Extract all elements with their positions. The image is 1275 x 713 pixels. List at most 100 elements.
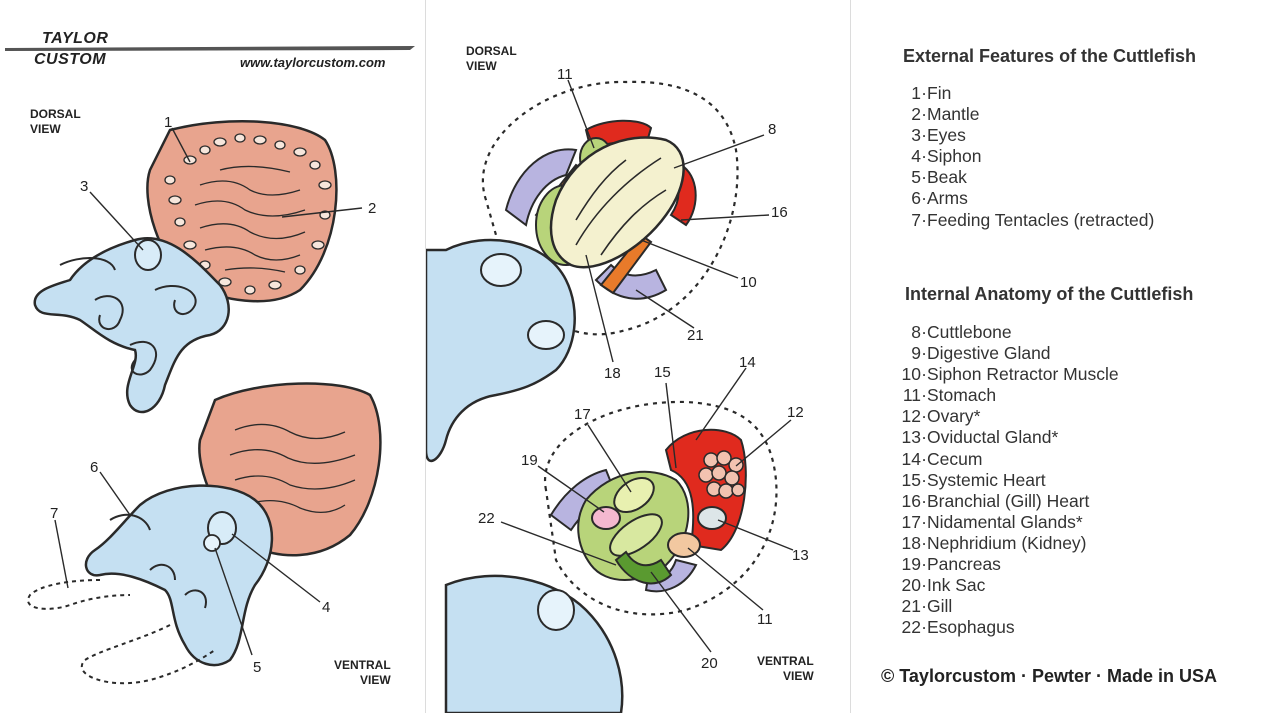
panel-divider-2 xyxy=(850,0,851,713)
legend-item: 11·Stomach xyxy=(887,385,1119,406)
callout-ventral-22: 22 xyxy=(478,510,495,527)
copyright-footer: © Taylorcustom · Pewter · Made in USA xyxy=(881,666,1217,686)
ink-sac-shape xyxy=(614,550,673,585)
legend-item-label: Ovary* xyxy=(927,406,981,427)
dorsal-body-shape xyxy=(33,237,230,414)
legend-separator-dot: · xyxy=(921,167,927,188)
legend-item: 5·Beak xyxy=(887,167,1154,188)
legend-separator-dot: · xyxy=(921,188,927,209)
legend-item: 14·Cecum xyxy=(887,449,1119,470)
logo-line-1: TAYLOR xyxy=(42,30,109,47)
legend-item-label: Nidamental Glands* xyxy=(927,511,1083,532)
legend-item-number: 9 xyxy=(911,343,921,364)
dorsal-eye-left xyxy=(480,253,522,287)
legend-panel: External Features of the Cuttlefish 1 · Fi… xyxy=(851,0,1275,713)
legend-separator-dot: · xyxy=(921,343,927,364)
legend-item-number: 15 xyxy=(901,469,921,490)
legend-separator-dot: · xyxy=(921,125,927,146)
legend-item: 15·Systemic Heart xyxy=(887,470,1119,491)
ventral-arm-lines xyxy=(109,513,207,609)
legend-separator-dot: · xyxy=(921,490,927,511)
legend-separator-dot: · xyxy=(921,511,927,532)
legend-item-number: 1 xyxy=(911,83,921,103)
ventral-cuttlefish xyxy=(27,382,382,685)
legend-item-label: Fin xyxy=(927,83,952,103)
internal-diagram-panel: 11 8 16 10 21 18 15 14 12 17 19 22 13 11… xyxy=(426,0,850,713)
callout-ventral-14: 14 xyxy=(739,354,756,371)
callout-3: 3 xyxy=(80,178,88,195)
legend-item: 22·Esophagus xyxy=(887,617,1119,638)
callout-ventral-11: 11 xyxy=(757,611,773,628)
callout-ventral-17: 17 xyxy=(574,406,591,423)
external-diagram-panel: 1 2 3 4 5 6 7 TAYLOR CUSTOM www.taylorcu… xyxy=(0,0,425,713)
legend-item-label: Cuttlebone xyxy=(927,322,1012,342)
legend-item: 10·Siphon Retractor Muscle xyxy=(887,364,1119,385)
legend-item-label: Gill xyxy=(927,596,953,617)
legend-item-label: Mantle xyxy=(927,104,980,125)
legend-separator-dot: · xyxy=(921,448,927,469)
legend-item: 12·Ovary* xyxy=(887,406,1119,427)
ovary-cluster xyxy=(698,450,745,499)
legend-item-label: Siphon Retractor Muscle xyxy=(927,364,1119,385)
dorsal-view-label: DORSAL VIEW xyxy=(30,107,81,136)
legend-separator-dot: · xyxy=(921,385,927,406)
internal-dorsal-view-label: DORSAL VIEW xyxy=(466,44,517,73)
callout-dorsal-10: 10 xyxy=(740,274,757,291)
callout-ventral-15: 15 xyxy=(654,364,671,381)
legend-item-label: Arms xyxy=(927,188,968,209)
legend-separator-dot: · xyxy=(921,469,927,490)
legend-item: 3·Eyes xyxy=(887,125,1154,146)
internal-illustration: 11 8 16 10 21 18 15 14 12 17 19 22 13 11… xyxy=(426,66,809,713)
dorsal-arms-lines xyxy=(59,257,197,376)
legend-item-number: 20 xyxy=(901,575,921,596)
legend-item-number: 11 xyxy=(902,385,921,406)
legend-item-number: 18 xyxy=(901,532,921,553)
callout-ventral-19: 19 xyxy=(521,452,538,469)
website-url: www.taylorcustom.com xyxy=(240,55,386,70)
legend-item-label: Oviductal Gland* xyxy=(927,427,1059,448)
ventral-siphon-shape xyxy=(537,589,575,631)
callout-ventral-20: 20 xyxy=(701,655,718,672)
legend-item-number: 14 xyxy=(901,448,921,469)
legend-item-number: 21 xyxy=(901,596,921,617)
legend-item-number: 8 xyxy=(911,322,921,342)
legend-separator-dot: · xyxy=(921,209,927,230)
cuttlebone-lines xyxy=(575,157,667,256)
legend-item: 19·Pancreas xyxy=(887,554,1119,575)
legend-item-label: Branchial (Gill) Heart xyxy=(927,490,1090,511)
legend-separator-dot: · xyxy=(921,364,927,385)
callout-4: 4 xyxy=(322,599,330,616)
callout-7: 7 xyxy=(50,505,58,522)
legend-item-number: 10 xyxy=(901,364,921,385)
callout-dorsal-8: 8 xyxy=(768,121,776,138)
dorsal-head-shape xyxy=(426,238,576,463)
callout-ventral-13: 13 xyxy=(792,547,809,564)
external-illustration: 1 2 3 4 5 6 7 xyxy=(5,46,415,685)
legend-item-label: Pancreas xyxy=(927,554,1001,575)
legend-separator-dot: · xyxy=(921,322,927,342)
legend-item: 2·Mantle xyxy=(887,104,1154,125)
callout-ventral-12: 12 xyxy=(787,404,804,421)
legend-item: 20·Ink Sac xyxy=(887,575,1119,596)
legend-item: 9·Digestive Gland xyxy=(887,343,1119,364)
legend-item: 7·Feeding Tentacles (retracted) xyxy=(887,210,1154,231)
legend-separator-dot: · xyxy=(921,427,927,448)
legend-item-number: 22 xyxy=(901,617,921,638)
callout-6: 6 xyxy=(90,459,98,476)
legend-item-label: Esophagus xyxy=(927,617,1015,638)
legend-item: 16·Branchial (Gill) Heart xyxy=(887,491,1119,512)
legend-separator-dot: · xyxy=(921,617,927,638)
legend-item: 13·Oviductal Gland* xyxy=(887,427,1119,448)
legend-item-number: 13 xyxy=(901,427,921,448)
legend-item-number: 6 xyxy=(911,188,921,209)
legend-item-label: Systemic Heart xyxy=(927,469,1046,490)
legend-item-label: Eyes xyxy=(927,125,966,146)
external-features-title: External Features of the Cuttlefish xyxy=(903,46,1197,66)
legend-item-number: 19 xyxy=(901,554,921,575)
ventral-view-label: VENTRAL VIEW xyxy=(334,658,391,687)
legend-item: 21·Gill xyxy=(887,596,1119,617)
dorsal-mantle-outline xyxy=(481,80,739,336)
internal-leader-lines xyxy=(500,79,794,653)
